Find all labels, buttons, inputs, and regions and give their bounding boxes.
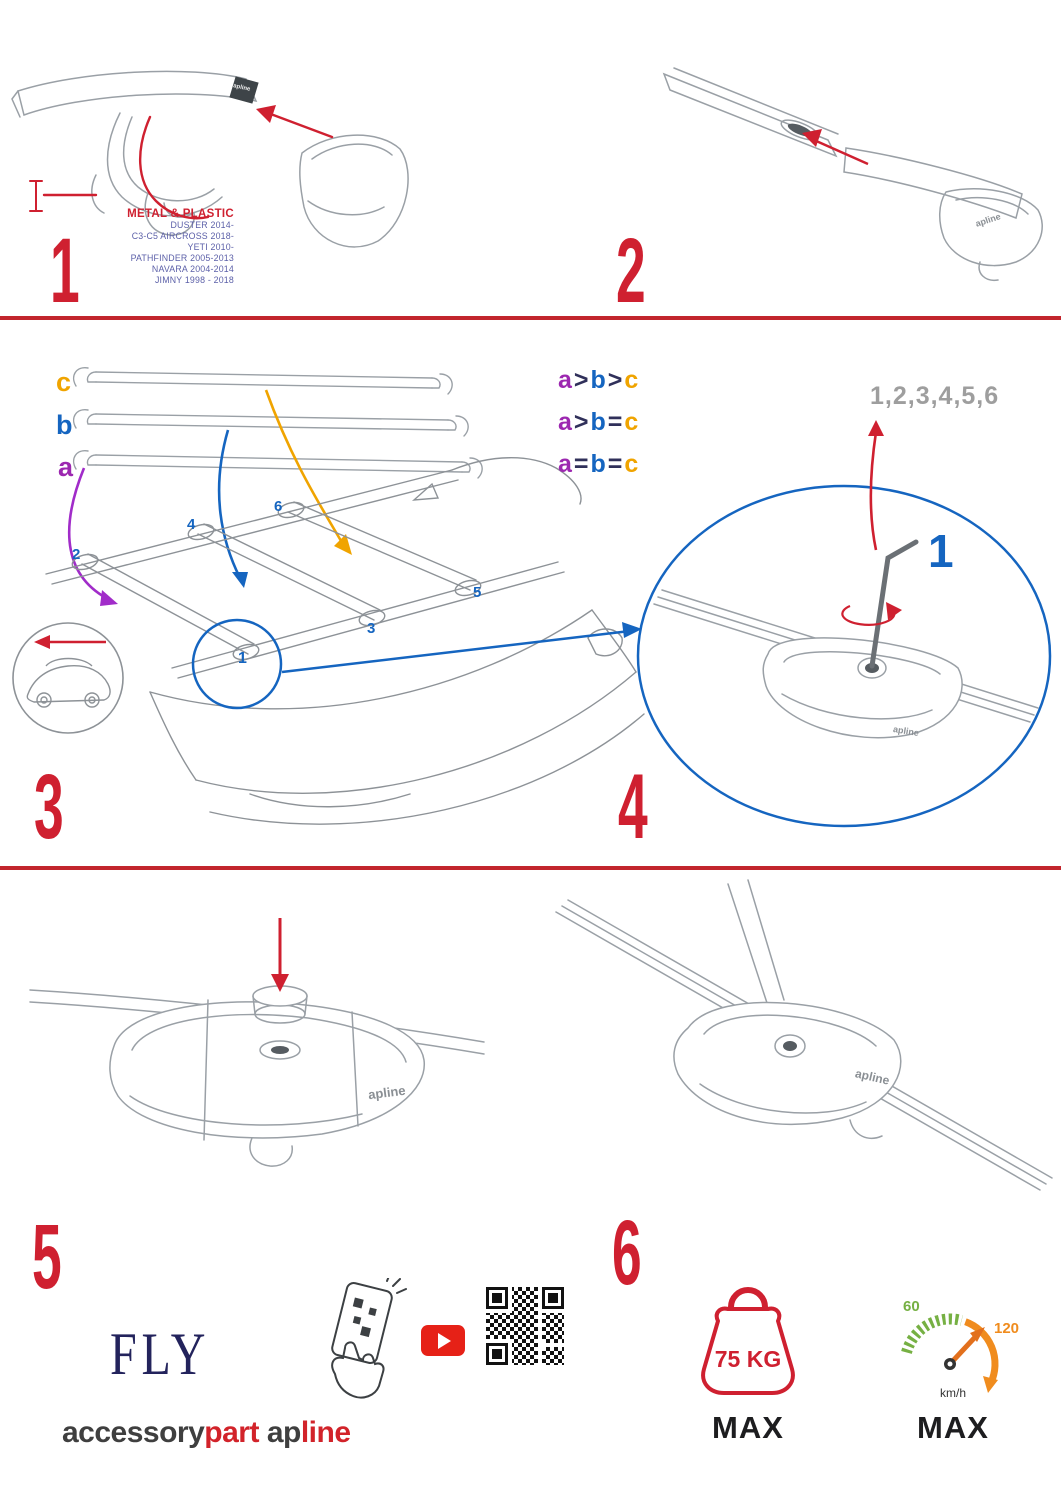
rotate-arrow	[841, 604, 896, 626]
position-label-4: 4	[187, 516, 196, 533]
bar-label-b: b	[56, 410, 73, 440]
legend-letter-b: b	[590, 366, 606, 394]
max-weight-label: MAX	[712, 1410, 784, 1445]
legend-operator: >	[573, 366, 589, 394]
red-indicator-lines	[29, 111, 334, 220]
legend-letter-b: b	[590, 408, 606, 436]
position-label-2: 2	[72, 546, 81, 563]
step1-number: 1	[50, 220, 80, 322]
vehicle-model: C3-C5 AIRCROSS 2018-	[131, 231, 234, 241]
vehicle-model: PATHFINDER 2005-2013	[130, 253, 234, 263]
speed-high-label: 120	[994, 1320, 1020, 1337]
brand-part: part	[204, 1416, 259, 1449]
legend-operator: =	[573, 450, 589, 478]
bar-label-c: c	[56, 367, 72, 397]
legend-letter-b: b	[590, 450, 606, 478]
step1-vehicle-list: METAL & PLASTIC DUSTER 2014- C3-C5 AIRCR…	[78, 208, 234, 286]
brand-accessory: accessory	[62, 1416, 205, 1449]
legend-letter-c: c	[624, 450, 639, 478]
step3-roof-illustration	[12, 367, 645, 825]
max-weight-value: 75 KG	[714, 1346, 782, 1372]
legend-letter-c: c	[624, 366, 639, 394]
qr-code	[486, 1287, 564, 1365]
brand-wordmark: accessorypart apline	[62, 1416, 351, 1450]
length-legend-row-1: a>b>c	[558, 366, 640, 395]
step2-number: 2	[616, 220, 646, 322]
vehicle-model: YETI 2010-	[187, 242, 234, 252]
step5-knob-illustration	[29, 918, 485, 1167]
allen-key	[869, 539, 919, 669]
scan-qr-hand-icon	[331, 1278, 407, 1399]
legend-letter-a: a	[558, 408, 572, 436]
max-speed-label: MAX	[917, 1410, 989, 1445]
legend-operator: =	[607, 450, 623, 478]
legend-operator: >	[573, 408, 589, 436]
max-speed-gauge-icon	[901, 1313, 999, 1393]
step4-number: 4	[618, 756, 648, 858]
youtube-icon	[421, 1325, 465, 1356]
position-label-6: 6	[274, 498, 283, 515]
red-insert-arrow	[813, 138, 869, 166]
tighten-sequence: 1,2,3,4,5,6	[870, 382, 1000, 410]
brand-line: line	[300, 1416, 351, 1449]
step4-tighten-illustration	[636, 420, 1052, 828]
section-divider	[0, 866, 1061, 870]
brand-ap: ap	[266, 1416, 302, 1449]
position-label-3: 3	[367, 620, 376, 637]
step6-mounted-illustration	[555, 879, 1053, 1191]
step3-number: 3	[34, 756, 64, 858]
material-label: METAL & PLASTIC	[127, 208, 234, 220]
step2-slot-illustration	[662, 67, 1043, 282]
sequence-arrow	[869, 431, 878, 551]
vehicle-model: JIMNY 1998 - 2018	[154, 275, 234, 285]
model-name: FLY	[110, 1321, 211, 1387]
arrow-head	[256, 105, 276, 123]
length-legend-row-2: a>b=c	[558, 408, 640, 437]
legend-operator: =	[607, 408, 623, 436]
step6-number: 6	[612, 1202, 642, 1304]
arrow-head	[802, 129, 822, 147]
step1-endcap-illustration	[11, 70, 409, 248]
car-direction-inset	[12, 622, 124, 734]
vehicle-model: NAVARA 2004-2014	[151, 264, 234, 274]
zoom-arrow	[281, 629, 631, 674]
step5-number: 5	[32, 1206, 62, 1308]
legend-operator: >	[607, 366, 623, 394]
foot1-highlight-circle	[191, 618, 283, 710]
position-label-5: 5	[473, 584, 482, 601]
legend-letter-c: c	[624, 408, 639, 436]
length-legend-row-3: a=b=c	[558, 450, 640, 479]
legend-letter-a: a	[558, 366, 572, 394]
section-divider	[0, 316, 1061, 320]
tighten-first-label: 1	[928, 525, 954, 577]
bar-label-a: a	[58, 452, 74, 482]
endcap-dark-badge	[229, 76, 259, 104]
position-label-1: 1	[238, 650, 247, 667]
speed-unit-label: km/h	[939, 1386, 966, 1400]
legend-letter-a: a	[558, 450, 572, 478]
max-weight-icon	[701, 1287, 795, 1395]
speed-low-label: 60	[903, 1298, 920, 1315]
vehicle-model: DUSTER 2014-	[170, 220, 234, 230]
